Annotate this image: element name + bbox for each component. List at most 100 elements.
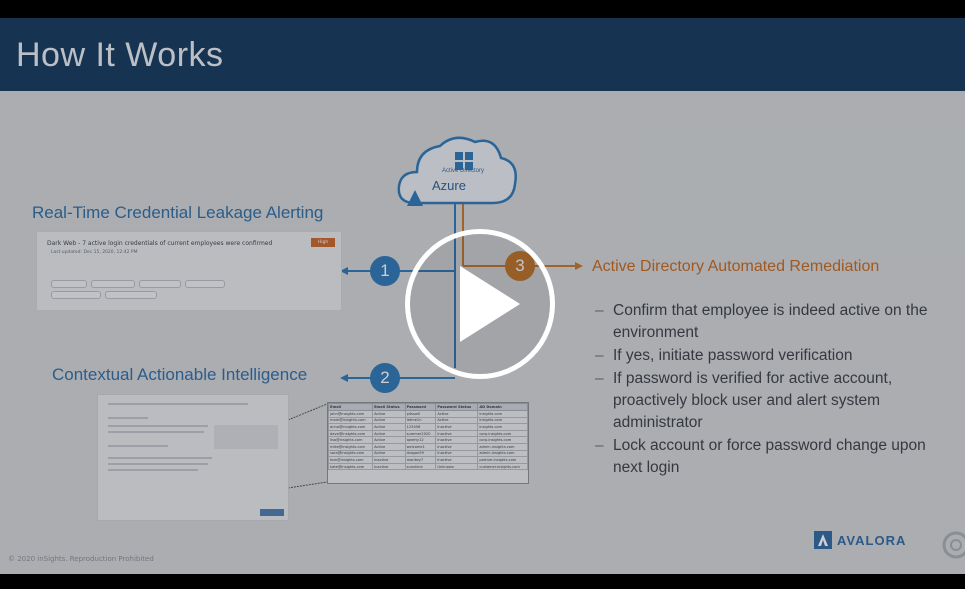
tag-chip <box>185 280 225 288</box>
table-header-cell: Email <box>327 403 374 411</box>
bullet-item: Lock account or force password change up… <box>595 435 945 479</box>
bullet-item: If password is verified for active accou… <box>595 368 945 434</box>
table-cell: dave@insights.com <box>327 429 374 438</box>
table-cell: letme1n <box>404 416 437 425</box>
alert-subtitle: Last updated: Dec 15, 2020, 12:42 PM <box>51 250 138 255</box>
table-header-cell: Password Status <box>435 403 479 411</box>
step-1-badge: 1 <box>370 256 400 286</box>
step-1-heading: Real-Time Credential Leakage Alerting <box>32 203 324 222</box>
table-cell: insights.com <box>477 423 528 431</box>
table-cell: Unknown <box>435 462 479 471</box>
table-cell: tom@insights.com <box>327 456 374 464</box>
table-cell: welcome1 <box>404 442 437 451</box>
table-cell: admin.insights.com <box>477 442 528 451</box>
table-cell: Inactive <box>435 436 479 444</box>
table-cell: Active <box>372 442 406 451</box>
table-cell: Inactive <box>435 429 479 438</box>
table-cell: corp.insights.com <box>477 429 528 438</box>
cloud-icon <box>397 136 517 206</box>
text-line <box>108 431 204 433</box>
table-cell: Active <box>435 416 479 425</box>
table-cell: Inactive <box>435 423 479 431</box>
intel-card <box>97 394 289 521</box>
table-cell: mark@insights.com <box>327 416 374 425</box>
table-cell: Active <box>372 429 406 438</box>
tag-chip <box>51 291 101 299</box>
windows-logo-icon <box>455 152 473 170</box>
text-line <box>108 425 208 427</box>
step-2-heading: Contextual Actionable Intelligence <box>52 365 308 384</box>
play-button[interactable] <box>405 229 555 379</box>
table-cell: customer.insights.com <box>477 462 528 471</box>
text-line <box>108 457 212 459</box>
table-cell: summer2020 <box>404 429 437 438</box>
step-2-badge: 2 <box>370 363 400 393</box>
table-cell: Inactive <box>372 462 406 471</box>
play-icon <box>460 266 520 342</box>
bullet-item: If yes, initiate password verification <box>595 345 945 367</box>
table-header-cell: Email Status <box>372 403 406 411</box>
table-cell: insights.com <box>477 416 528 425</box>
table-cell: sara@insights.com <box>327 449 374 458</box>
text-line <box>108 445 168 447</box>
copyright-notice: © 2020 inSights. Reproduction Prohibited <box>8 555 154 563</box>
table-cell: dragon99 <box>404 449 437 458</box>
table-cell: monkey7 <box>404 456 437 464</box>
step-3-heading: Active Directory Automated Remediation <box>592 258 880 275</box>
severity-badge: High <box>311 238 335 247</box>
table-cell: corp.insights.com <box>477 436 528 444</box>
table-cell: lisa@insights.com <box>327 436 374 444</box>
bullet-item: Confirm that employee is indeed active o… <box>595 300 945 344</box>
table-cell: 123456 <box>404 423 437 431</box>
slide-title: How It Works <box>16 36 224 74</box>
table-cell: admin.insights.com <box>477 449 528 458</box>
table-cell: anna@insights.com <box>327 423 374 431</box>
table-cell: Active <box>435 410 479 418</box>
intel-action-button <box>260 509 284 516</box>
table-cell: Inactive <box>372 456 406 464</box>
table-cell: Active <box>372 416 406 425</box>
tag-chip <box>51 280 87 288</box>
table-cell: partner.insights.com <box>477 456 528 464</box>
remediation-bullet-list: Confirm that employee is indeed active o… <box>595 300 945 480</box>
logo-icon <box>814 531 832 549</box>
table-cell: john@insights.com <box>327 410 374 418</box>
table-cell: insights.com <box>477 410 528 418</box>
cloud-brand-label: Azure <box>432 178 466 193</box>
table-cell: sunshine <box>404 462 437 471</box>
table-cell: Active <box>372 410 406 418</box>
table-cell: Inactive <box>435 449 479 458</box>
cloud-directory-label: Active Directory <box>442 168 485 174</box>
alert-card: Dark Web - 7 active login credentials of… <box>36 231 342 311</box>
tag-chip <box>91 280 135 288</box>
table-header-cell: Password <box>404 403 437 411</box>
table-cell: p4ssw0 <box>404 410 437 418</box>
table-cell: Active <box>372 423 406 431</box>
table-cell: Inactive <box>435 456 479 464</box>
text-line <box>108 469 198 471</box>
table-cell: qwerty12 <box>404 436 437 444</box>
logo-text: AVALORA <box>837 532 907 548</box>
company-logo: AVALORA <box>814 531 906 549</box>
text-line <box>108 463 208 465</box>
mini-table <box>214 425 278 449</box>
slide-header: How It Works <box>0 18 965 91</box>
tag-chip <box>105 291 157 299</box>
text-line <box>108 403 248 405</box>
table-cell: Active <box>372 449 406 458</box>
table-cell: Active <box>372 436 406 444</box>
table-cell: Inactive <box>435 442 479 451</box>
